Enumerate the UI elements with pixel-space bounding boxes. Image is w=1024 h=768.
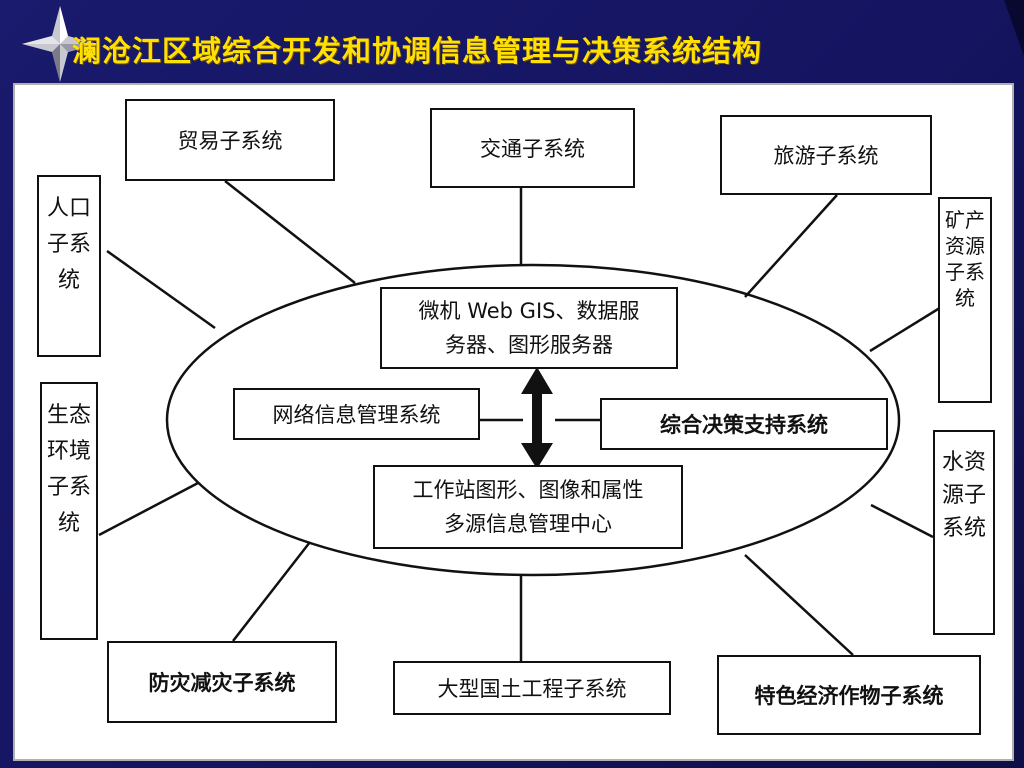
node-mineral: 矿产资源子系统 xyxy=(938,197,992,403)
node-population: 人口子系统 xyxy=(37,175,101,357)
node-network: 网络信息管理系统 xyxy=(233,388,480,440)
node-water: 水资源子系统 xyxy=(933,430,995,635)
node-trade: 贸易子系统 xyxy=(125,99,335,181)
link-water xyxy=(870,503,934,539)
link-mineral xyxy=(869,304,944,353)
node-disaster: 防灾减灾子系统 xyxy=(107,641,337,723)
diagram-panel: 贸易子系统 交通子系统 旅游子系统 人口子系统 矿产资源子系统 生态环境子系统 … xyxy=(13,83,1014,761)
link-trade xyxy=(224,180,356,284)
node-transport: 交通子系统 xyxy=(430,108,635,188)
four-point-star-icon xyxy=(22,6,98,82)
link-ecology xyxy=(98,481,199,537)
link-disaster xyxy=(232,541,311,642)
node-workstation: 工作站图形、图像和属性 多源信息管理中心 xyxy=(373,465,683,549)
node-land: 大型国土工程子系统 xyxy=(393,661,671,715)
node-decision: 综合决策支持系统 xyxy=(600,398,888,450)
slide-title: 澜沧江区域综合开发和协调信息管理与决策系统结构 xyxy=(72,34,763,68)
node-server: 微机 Web GIS、数据服 务器、图形服务器 xyxy=(380,287,678,369)
link-tourism xyxy=(744,194,838,298)
connector-lines xyxy=(98,180,944,661)
arrow-icon xyxy=(1004,0,1024,56)
link-population xyxy=(106,249,216,330)
node-crops: 特色经济作物子系统 xyxy=(717,655,981,735)
link-crops xyxy=(744,554,854,656)
double-arrow-icon xyxy=(521,367,553,469)
node-ecology: 生态环境子系统 xyxy=(40,382,98,640)
node-tourism: 旅游子系统 xyxy=(720,115,932,195)
